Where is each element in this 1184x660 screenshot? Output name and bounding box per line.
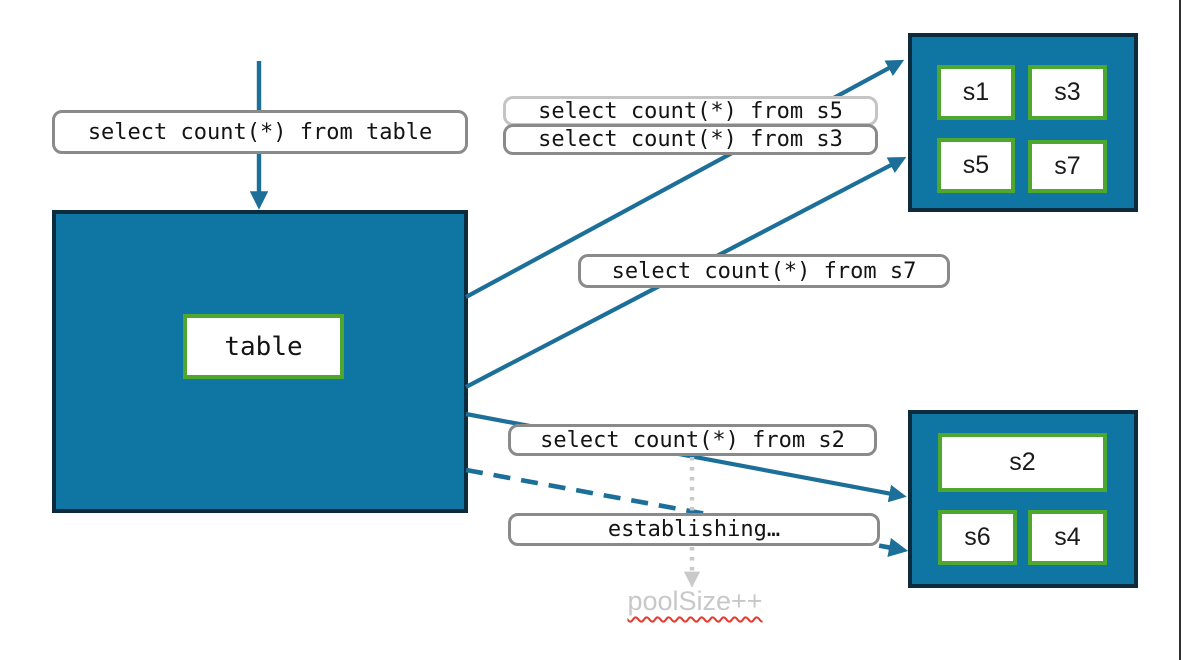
query-label-s3: select count(*) from s3: [503, 124, 878, 155]
poolsize-annotation: poolSize++: [627, 586, 763, 616]
slide-edge-line: [1179, 0, 1181, 660]
shard-s1: s1: [937, 65, 1015, 120]
shard-s6: s6: [938, 510, 1017, 565]
arrow-establishing-dashed: [465, 467, 909, 557]
query-label-establishing: establishing…: [508, 513, 880, 546]
table-inner-box: table: [183, 314, 344, 379]
query-label-s2: select count(*) from s2: [508, 424, 877, 456]
shard-s5: s5: [937, 138, 1015, 193]
shard-s4: s4: [1028, 510, 1107, 565]
query-label-table: select count(*) from table: [52, 110, 468, 154]
pool-bottom-box: s2 s6 s4: [908, 410, 1138, 588]
shard-s2: s2: [938, 433, 1107, 492]
pool-top-box: s1 s3 s5 s7: [908, 33, 1138, 212]
table-box: table: [52, 210, 468, 513]
query-label-s7: select count(*) from s7: [578, 254, 950, 288]
query-label-s5: select count(*) from s5: [503, 96, 878, 126]
shard-s7: s7: [1028, 140, 1107, 193]
shard-s3: s3: [1028, 65, 1107, 120]
